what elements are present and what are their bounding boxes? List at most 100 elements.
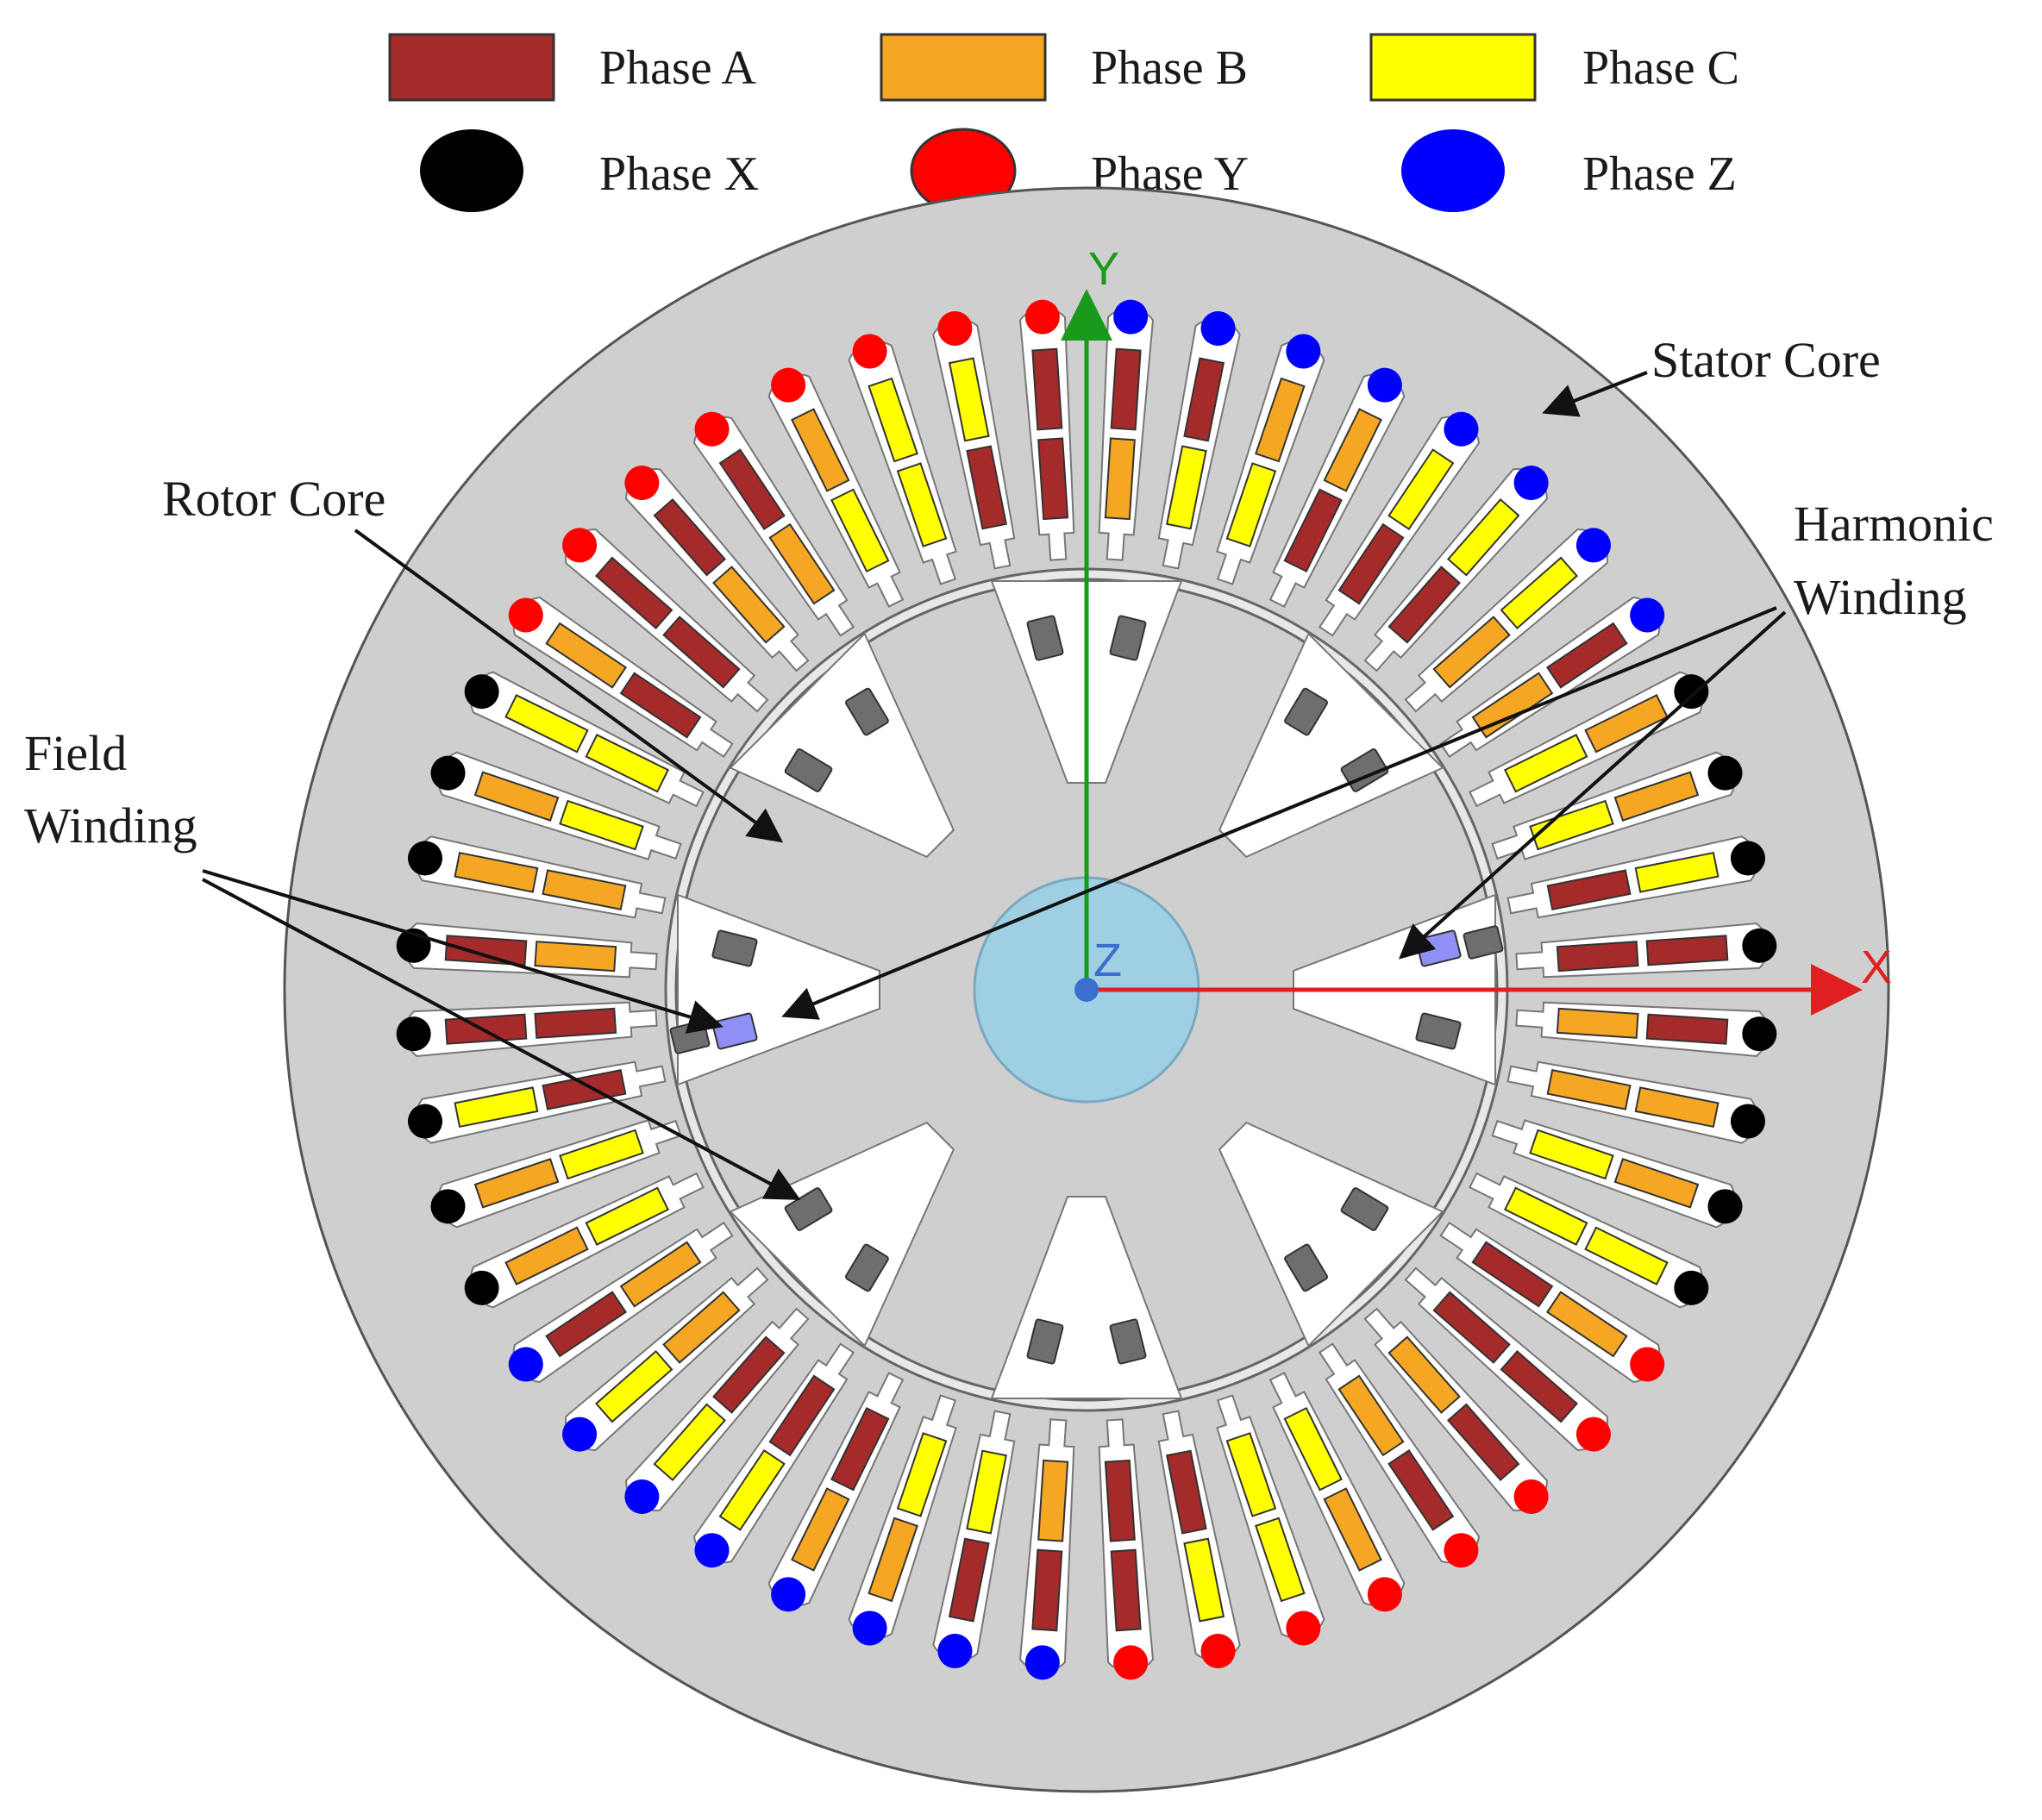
stator-slot <box>1157 1410 1241 1668</box>
y-axis-label: Y <box>1088 243 1119 295</box>
rotor-slot <box>729 632 955 859</box>
field-coil <box>1284 1243 1329 1292</box>
field-coil <box>1026 615 1064 661</box>
conductor-dot <box>1730 841 1765 876</box>
coil-bottom <box>868 377 918 463</box>
stator-slot <box>624 466 810 672</box>
coil-top <box>1432 1291 1511 1364</box>
coil-bottom <box>1584 694 1669 754</box>
coil-top <box>830 488 890 573</box>
field-winding-label-line1: Field <box>24 725 127 781</box>
legend-label-phase-c: Phase C <box>1582 41 1739 95</box>
stator-slot <box>932 1410 1016 1668</box>
coil-top <box>1037 1459 1069 1542</box>
coil-bottom <box>1387 1448 1455 1531</box>
coil-bottom <box>718 448 786 531</box>
coil-bottom <box>1613 1158 1700 1209</box>
stator-slot <box>767 367 905 608</box>
coil-bottom <box>1446 497 1520 577</box>
stator-slot <box>767 1372 905 1612</box>
rotor-slot <box>729 1121 955 1348</box>
conductor-dot <box>624 1479 660 1514</box>
conductor-dot <box>1513 466 1549 501</box>
conductor-dot <box>1742 1016 1777 1052</box>
conductor-dot <box>1730 1104 1765 1139</box>
coil-top <box>559 1129 644 1180</box>
stator-slot <box>932 311 1016 570</box>
field-coil <box>1463 925 1504 960</box>
coil-bottom <box>1645 1013 1729 1045</box>
coil-top <box>559 799 644 851</box>
stator-slot <box>1019 1418 1075 1680</box>
conductor-dot <box>1707 1189 1743 1224</box>
conductor-dot <box>1113 1645 1149 1680</box>
coil-top <box>1471 1241 1554 1308</box>
coil-bottom <box>1584 1226 1669 1285</box>
conductor-dot <box>1742 928 1777 963</box>
coil-bottom <box>1031 1548 1063 1632</box>
harmonic-winding-arrow-left <box>781 606 1777 1020</box>
stator-slot <box>1469 1172 1709 1309</box>
coil-bottom <box>473 771 560 822</box>
conductor-dot <box>1444 1533 1479 1568</box>
coil-bottom <box>1323 408 1382 492</box>
conductor-dot <box>562 528 598 563</box>
rotor-core-arrow <box>354 528 784 843</box>
coil-bottom <box>948 1537 990 1623</box>
conductor-dot <box>937 311 973 347</box>
stator-slot <box>1318 1342 1480 1568</box>
rotor-slot-opening <box>1218 1121 1444 1348</box>
coil-top <box>534 1007 617 1039</box>
coil-bottom <box>1500 556 1579 630</box>
coil-bottom <box>1634 851 1719 893</box>
coil-bottom <box>1031 347 1063 431</box>
coil-top <box>534 941 617 973</box>
stator-slot <box>1439 1221 1665 1383</box>
conductor-dot <box>408 1104 443 1139</box>
stator-slot <box>1491 751 1743 860</box>
coil-bottom <box>1323 1487 1382 1572</box>
conductor-dot <box>694 1533 730 1568</box>
harmonic-winding-label-line2: Winding <box>1794 569 1967 625</box>
coil-top <box>966 445 1007 530</box>
conductor-dot <box>1575 528 1611 563</box>
stator-slot <box>1491 1119 1743 1229</box>
coil-top <box>1503 734 1588 793</box>
stator-slot <box>464 1172 705 1309</box>
conductor-dot <box>1575 1417 1611 1452</box>
conductor-dot <box>1674 1270 1709 1305</box>
coil-top <box>1529 1129 1614 1180</box>
conductor-dot <box>508 597 543 633</box>
stator-slot <box>396 923 658 979</box>
coil-top <box>712 566 786 644</box>
coil-bottom <box>1110 1548 1142 1632</box>
conductor-dot <box>1200 311 1236 347</box>
conductor-dot <box>852 334 887 369</box>
rotor-slot-opening <box>729 632 955 859</box>
legend-swatch-phase-c <box>1369 33 1537 102</box>
coil-bottom <box>1645 935 1729 966</box>
coil-top <box>768 1374 836 1457</box>
coil-top <box>1556 941 1639 973</box>
stator-slot <box>408 835 667 919</box>
conductor-dot <box>1286 1610 1321 1646</box>
coil-top <box>1503 1186 1588 1246</box>
coil-bottom <box>1255 377 1306 463</box>
origin-point <box>1074 978 1099 1002</box>
coil-top <box>1037 437 1069 521</box>
stator-slot <box>1404 1266 1611 1452</box>
coil-bottom <box>1183 357 1225 442</box>
coil-top <box>1225 1432 1277 1517</box>
coil-bottom <box>791 1487 850 1572</box>
conductor-dot <box>1630 1347 1665 1382</box>
stator-slot <box>1216 334 1325 585</box>
legend: Phase A Phase B Phase C Phase X Phase Y … <box>388 33 1739 214</box>
stator-slot <box>1363 466 1549 672</box>
coil-top <box>1337 1374 1405 1457</box>
rotor-poles <box>669 580 1504 1399</box>
stator-slot <box>562 528 769 713</box>
coil-bottom <box>653 1403 727 1482</box>
coil-top <box>1432 616 1511 689</box>
harmonic-winding-label-line1: Harmonic <box>1794 496 1994 552</box>
coil-top <box>1337 522 1405 605</box>
